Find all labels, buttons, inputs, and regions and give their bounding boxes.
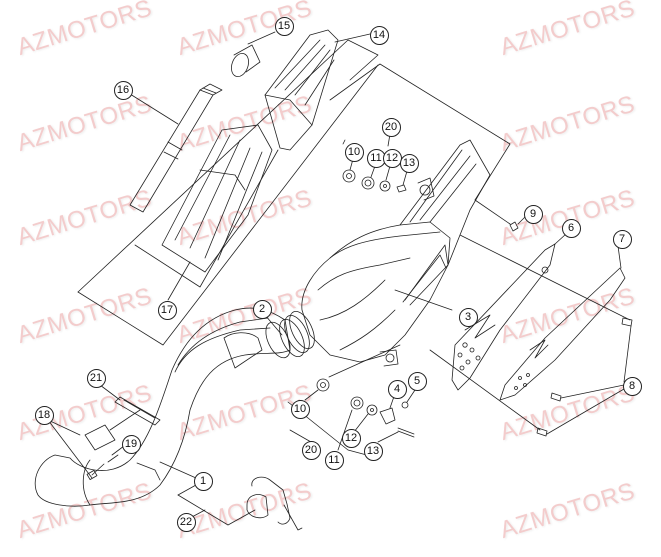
part-callout-21[interactable]: 21 (86, 368, 106, 388)
part-callout-8[interactable]: 8 (622, 376, 642, 396)
part-14-end-cap (264, 29, 371, 151)
part-callout-12[interactable]: 12 (341, 428, 361, 448)
part-callout-13[interactable]: 13 (399, 153, 419, 173)
part-callout-18[interactable]: 18 (34, 405, 54, 425)
part-18-19-flange-hardware (47, 419, 125, 480)
part-callout-19[interactable]: 19 (121, 434, 141, 454)
mounting-kit-upper (342, 133, 408, 193)
part-22-o2-sensor (177, 476, 303, 531)
part-callout-22[interactable]: 22 (176, 512, 196, 532)
part-8-screws (429, 234, 633, 437)
part-callout-7[interactable]: 7 (612, 229, 632, 249)
part-callout-20[interactable]: 20 (381, 117, 401, 137)
part-callout-15[interactable]: 15 (274, 16, 294, 36)
part-callout-10[interactable]: 10 (290, 399, 310, 419)
part-callout-3[interactable]: 3 (458, 307, 478, 327)
mounting-kit-lower (287, 344, 416, 459)
part-callout-6[interactable]: 6 (561, 218, 581, 238)
part-16-inner-pipe (129, 83, 223, 213)
part-callout-16[interactable]: 16 (113, 80, 133, 100)
part-callout-9[interactable]: 9 (523, 204, 543, 224)
kit-bracket-16-17 (77, 39, 379, 346)
part-callout-11[interactable]: 11 (324, 450, 344, 470)
part-callout-10[interactable]: 10 (344, 142, 364, 162)
part-callout-20[interactable]: 20 (301, 440, 321, 460)
part-callout-12[interactable]: 12 (382, 148, 402, 168)
part-callout-4[interactable]: 4 (387, 379, 407, 399)
part-21-gasket (99, 384, 161, 431)
part-17-silencer-packing (161, 124, 273, 301)
part-6-heat-shield (451, 233, 567, 391)
part-callout-13[interactable]: 13 (363, 441, 383, 461)
part-9-screw (474, 199, 526, 232)
part-callout-5[interactable]: 5 (407, 371, 427, 391)
part-callout-17[interactable]: 17 (157, 300, 177, 320)
kit-bracket-muffler (329, 63, 511, 201)
part-7-outer-shield (499, 245, 626, 401)
part-1-header-pipe (34, 307, 291, 507)
part-3-muffler-body (301, 139, 491, 367)
part-callout-14[interactable]: 14 (369, 25, 389, 45)
part-callout-1[interactable]: 1 (193, 471, 213, 491)
part-15-tip-sleeve (231, 31, 276, 78)
part-callout-2[interactable]: 2 (252, 299, 272, 319)
